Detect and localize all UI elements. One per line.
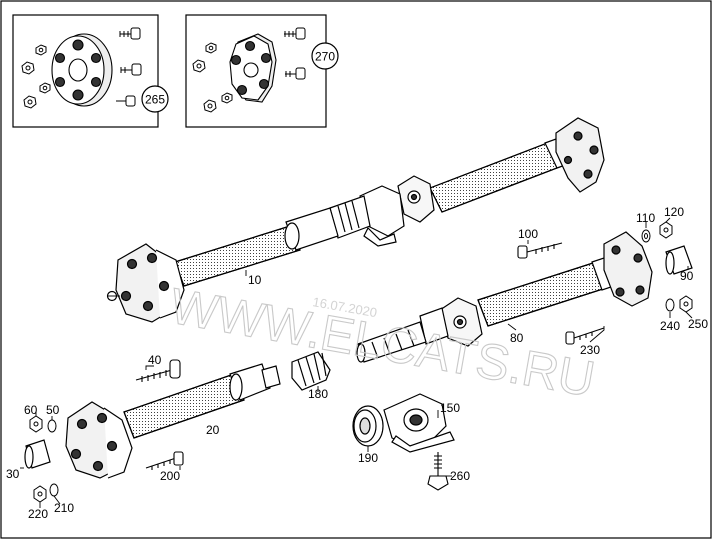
bolt-200 [145, 451, 184, 470]
nut-icons-b [192, 42, 233, 113]
callout-260: 260 [450, 469, 470, 483]
callout-150: 150 [440, 401, 460, 415]
callout-100: 100 [518, 227, 538, 241]
upper-propeller-shaft [106, 117, 605, 323]
callout-230: 230 [580, 343, 600, 357]
ref-circle-265 [141, 85, 169, 113]
callout-60: 60 [24, 403, 38, 417]
callout-90: 90 [680, 269, 694, 283]
callout-80: 80 [510, 331, 524, 345]
ref-circle-270 [311, 42, 339, 70]
callout-250: 250 [688, 317, 708, 331]
ref-label-265: 265 [145, 93, 165, 107]
flex-disc-icon [51, 33, 113, 107]
sleeve-30 [24, 439, 51, 469]
callout-240: 240 [660, 319, 680, 333]
nut-icons [21, 44, 51, 109]
callout-200: 200 [160, 469, 180, 483]
callout-220: 220 [28, 507, 48, 521]
bolt-100 [517, 242, 563, 259]
rear-propeller-shaft [356, 231, 653, 363]
callout-40: 40 [148, 353, 162, 367]
front-propeller-shaft [65, 363, 281, 479]
sleeve-90 [665, 245, 693, 275]
bolt-230 [565, 327, 605, 345]
flex-disc-spoked-icon [229, 33, 277, 103]
callout-50: 50 [46, 403, 60, 417]
leader-lines [20, 217, 693, 508]
ref-label-270: 270 [315, 50, 335, 64]
bolt-260 [427, 452, 449, 491]
callout-10: 10 [248, 273, 262, 287]
bolt-40 [135, 359, 181, 382]
callout-110: 110 [636, 211, 655, 225]
bolt-icons [116, 27, 142, 107]
callout-190: 190 [358, 451, 378, 465]
bearing-190 [352, 405, 384, 447]
callout-180: 180 [308, 387, 328, 401]
inset-box-270: 270 [185, 14, 339, 128]
rubber-boot-180 [291, 351, 331, 391]
center-bearing-support-150 [383, 393, 455, 453]
callout-30: 30 [6, 467, 20, 481]
callout-210: 210 [54, 501, 74, 515]
inset-box-265: 265 [12, 14, 169, 128]
callout-120: 120 [664, 205, 684, 219]
bolt-icons-b [284, 27, 306, 80]
callout-20: 20 [206, 423, 220, 437]
